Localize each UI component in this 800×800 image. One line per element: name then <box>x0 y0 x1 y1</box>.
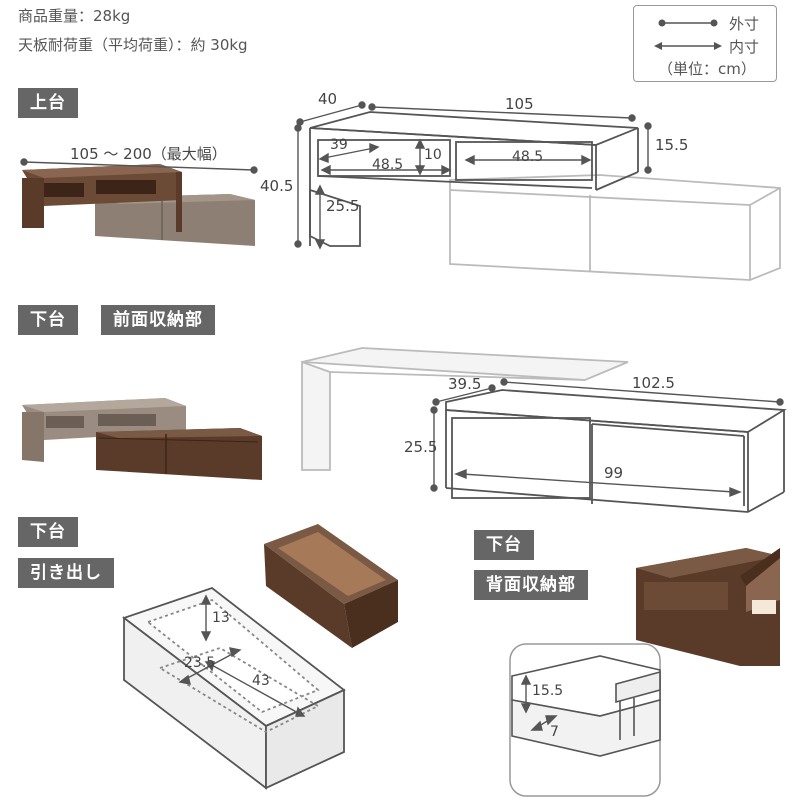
drawing-drawer <box>122 586 346 790</box>
upper-inner-width-right-label: 48.5 <box>512 149 544 165</box>
back-height-label: 15.5 <box>532 683 564 699</box>
photo-upper-highlight <box>22 164 255 246</box>
spec-weight: 商品重量：28kg <box>18 7 131 25</box>
tag-upper: 上台 <box>18 88 78 118</box>
photo-drawer <box>264 524 398 648</box>
drawing-back <box>509 643 661 797</box>
legend-box: 外寸 内寸 （単位：cm） <box>633 5 777 82</box>
subtag-drawer: 引き出し <box>18 558 114 588</box>
upper-inner-depth-label: 39 <box>330 137 348 153</box>
upper-height-label: 15.5 <box>655 136 689 154</box>
lower-depth-label: 39.5 <box>448 375 482 393</box>
legend-lines <box>654 19 722 50</box>
drawer-depth-label: 43 <box>252 673 270 689</box>
drawer-height-label: 13 <box>212 610 230 626</box>
upper-inner-height-label: 10 <box>424 147 442 163</box>
drawer-width-label: 23.5 <box>184 655 216 671</box>
upper-leg-height-label: 25.5 <box>326 197 360 215</box>
lower-height-label: 25.5 <box>404 438 438 456</box>
legend-inner-label: 内寸 <box>729 38 760 56</box>
photo-back <box>636 548 780 666</box>
drawing-upper <box>309 111 781 281</box>
legend-outer-label: 外寸 <box>729 15 760 33</box>
tag-drawer: 下台 <box>18 517 78 547</box>
tag-back: 下台 <box>474 530 534 560</box>
tag-lower-front: 下台 <box>18 305 78 335</box>
dims-upper <box>294 101 652 250</box>
drawing-lower-front <box>301 347 787 513</box>
upper-depth-label: 40 <box>318 90 338 108</box>
subtag-front-storage: 前面収納部 <box>101 305 215 335</box>
lower-width-label: 102.5 <box>632 374 675 392</box>
back-depth-label: 7 <box>550 724 559 740</box>
upper-width-range-label: 105 ～ 200（最大幅） <box>70 145 227 163</box>
upper-width-label: 105 <box>505 95 534 113</box>
spec-load: 天板耐荷重（平均荷重）：約 30kg <box>18 36 248 54</box>
lower-inner-width-label: 99 <box>604 464 624 482</box>
drawing-back-inner <box>511 655 661 757</box>
upper-inner-width-left-label: 48.5 <box>372 157 404 173</box>
subtag-back-storage: 背面収納部 <box>474 570 588 600</box>
upper-total-height-label: 40.5 <box>260 177 294 195</box>
legend-unit-label: （単位：cm） <box>658 60 756 78</box>
photo-lower-front <box>22 398 262 480</box>
